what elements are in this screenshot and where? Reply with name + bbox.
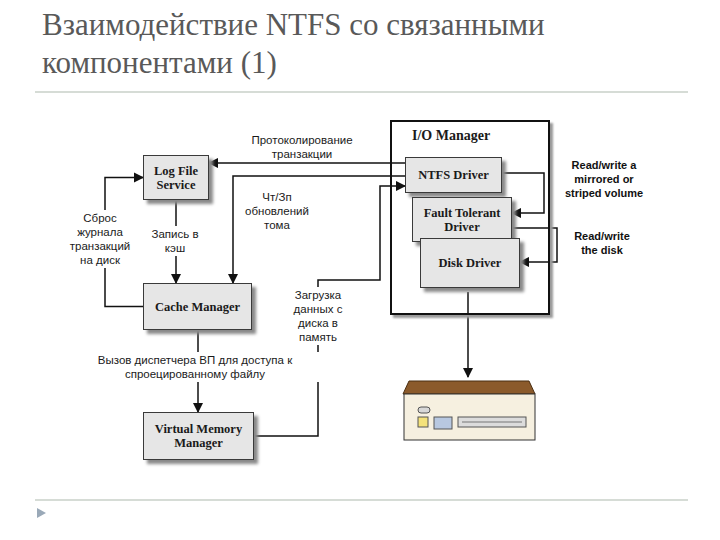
node-label: NTFS Driver (418, 168, 488, 182)
drive-front (404, 394, 535, 440)
edge-label: Запись в кэш (147, 226, 203, 256)
node-label: Disk Driver (439, 256, 502, 270)
node-label: Log File Service (149, 164, 203, 192)
node-label: Virtual Memory Manager (149, 422, 248, 450)
drive-slot-line (462, 422, 522, 423)
edge-label: Загрузка данных с диска в память (284, 287, 352, 345)
drive-panel (434, 417, 452, 429)
bullet-triangle (37, 508, 46, 518)
drive-top (403, 381, 535, 394)
manager-frame: I/O ManagerNTFS DriverFault Tolerant Dri… (390, 120, 550, 315)
edge-label: Read/write the disk (566, 229, 638, 257)
driver-box: Disk Driver (420, 238, 520, 288)
drive-led (418, 407, 430, 413)
service-box: Cache Manager (143, 283, 252, 330)
node-label: Cache Manager (155, 300, 240, 314)
slide-title: Взаимодействие NTFS со связанными компон… (42, 6, 642, 82)
edge-label: Вызов диспетчера ВП для доступа к спроец… (55, 352, 335, 382)
disk-drive (403, 381, 535, 440)
node-label: Fault Tolerant Driver (418, 206, 506, 234)
drive-button (418, 417, 428, 427)
edge-label: Протоколирование транзакции (236, 133, 368, 161)
separator-line (35, 499, 688, 501)
node-label: I/O Manager (412, 128, 490, 144)
edge-label: Сброс журнала транзакций на диск (64, 210, 136, 268)
connector-arrow (233, 176, 405, 283)
separator-line (35, 91, 688, 93)
service-box: Virtual Memory Manager (143, 412, 254, 460)
drive-slot (458, 417, 526, 427)
edge-label: Чт/Зп обновлений тома (240, 190, 314, 232)
service-box: Log File Service (143, 155, 209, 200)
driver-box: Fault Tolerant Driver (412, 197, 512, 242)
disk-access-arrow (467, 292, 469, 377)
edge-label: Read/write a mirrored or striped volume (558, 158, 650, 200)
connector-arrow (209, 162, 405, 164)
driver-box: NTFS Driver (405, 157, 502, 193)
